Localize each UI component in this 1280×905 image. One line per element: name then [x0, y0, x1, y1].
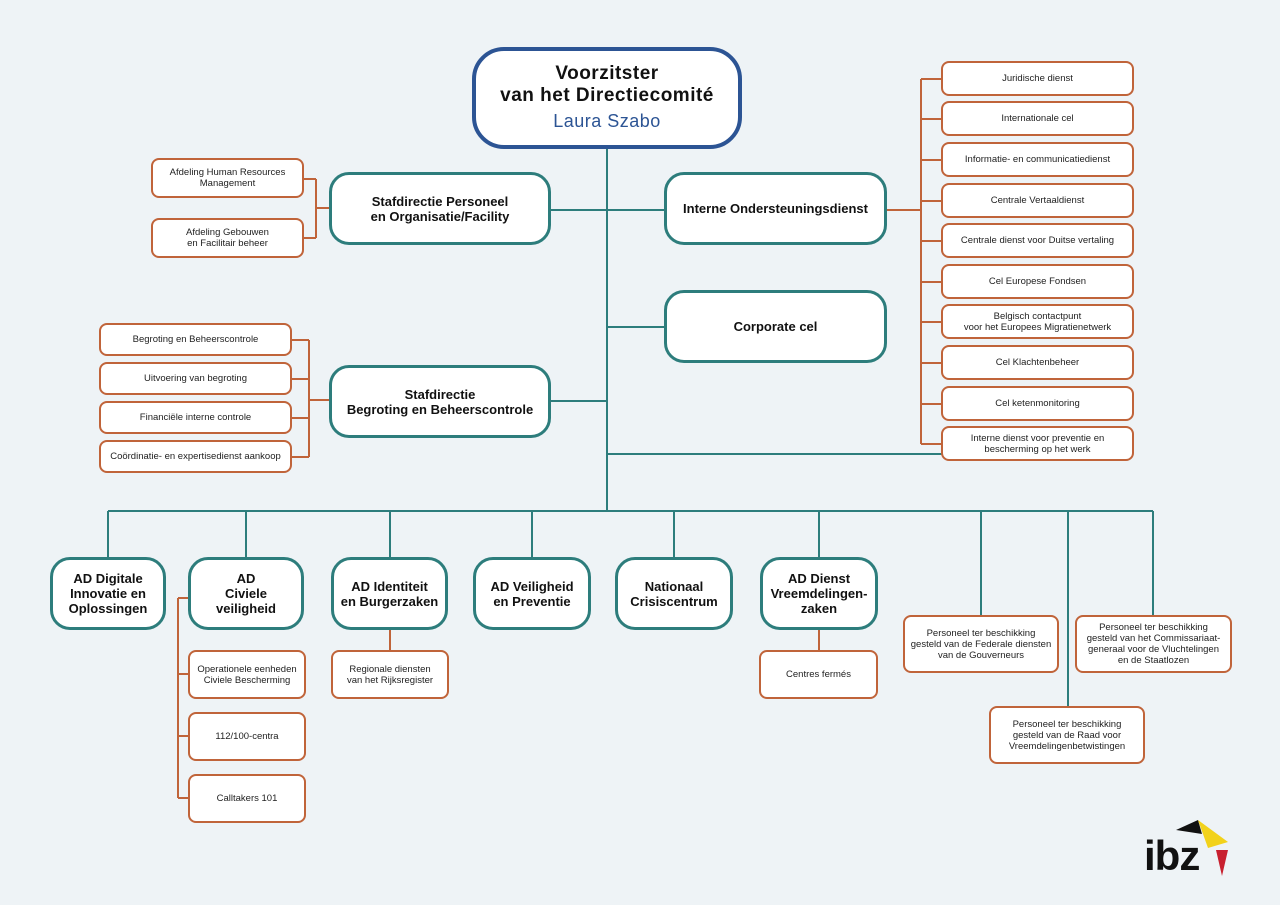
support-unit-9: Cel ketenmonitoring [941, 386, 1134, 421]
directorate-identity: AD Identiteit en Burgerzaken [331, 557, 448, 630]
ibz-logo: ibz [1142, 818, 1232, 880]
civil-unit-operational: Operationele eenheden Civiele Beschermin… [188, 650, 306, 699]
identity-unit-regional: Regionale diensten van het Rijksregister [331, 650, 449, 699]
support-unit-5: Centrale dienst voor Duitse vertaling [941, 223, 1134, 258]
support-unit-1: Juridische dienst [941, 61, 1134, 96]
seconded-council: Personeel ter beschikking gesteld van de… [989, 706, 1145, 764]
support-unit-3: Informatie- en communicatiedienst [941, 142, 1134, 177]
support-unit-7: Belgisch contactpunt voor het Europees M… [941, 304, 1134, 339]
staff-personnel-box: Stafdirectie Personeel en Organisatie/Fa… [329, 172, 551, 245]
budget-unit-4: Coördinatie- en expertisedienst aankoop [99, 440, 292, 473]
chairwoman-title-line-1: Voorzitster [555, 63, 659, 84]
directorate-security-prevention: AD Veiligheid en Preventie [473, 557, 591, 630]
support-unit-6: Cel Europese Fondsen [941, 264, 1134, 299]
internal-support-box: Interne Ondersteuningsdienst [664, 172, 887, 245]
seconded-governors: Personeel ter beschikking gesteld van de… [903, 615, 1059, 673]
staff-personnel-line-2: en Organisatie/Facility [370, 208, 510, 224]
staff-budget-line-2: Begroting en Beheerscontrole [346, 401, 534, 417]
logo-text: ibz [1144, 832, 1200, 879]
directorate-foreigners: AD Dienst Vreemdelingen- zaken [760, 557, 878, 630]
seconded-commissioner: Personeel ter beschikking gesteld van he… [1075, 615, 1232, 673]
directorate-civil-security: AD Civiele veiligheid [188, 557, 304, 630]
directorate-digital: AD Digitale Innovatie en Oplossingen [50, 557, 166, 630]
staff-budget-line-1: Stafdirectie [404, 386, 476, 402]
civil-unit-calltakers: Calltakers 101 [188, 774, 306, 823]
budget-unit-3: Financiële interne controle [99, 401, 292, 434]
support-unit-2: Internationale cel [941, 101, 1134, 136]
budget-unit-1: Begroting en Beheerscontrole [99, 323, 292, 356]
civil-unit-112: 112/100-centra [188, 712, 306, 761]
staff-personnel-line-1: Stafdirectie Personeel [371, 193, 509, 209]
foreigners-unit-closed-centres: Centres fermés [759, 650, 878, 699]
support-unit-10: Interne dienst voor preventie en bescher… [941, 426, 1134, 461]
national-crisis-centre: Nationaal Crisiscentrum [615, 557, 733, 630]
support-unit-4: Centrale Vertaaldienst [941, 183, 1134, 218]
personnel-unit-hr: Afdeling Human Resources Management [151, 158, 304, 198]
staff-budget-box: Stafdirectie Begroting en Beheerscontrol… [329, 365, 551, 438]
support-unit-8: Cel Klachtenbeheer [941, 345, 1134, 380]
chairwoman-name: Laura Szabo [553, 111, 661, 131]
corporate-cell-line-1: Corporate cel [733, 319, 818, 334]
internal-support-line-1: Interne Ondersteuningsdienst [683, 201, 868, 216]
chairwoman-title-line-2: van het Directiecomité [500, 85, 714, 106]
chairwoman-box: Voorzitster van het Directiecomité Laura… [472, 47, 742, 149]
budget-unit-2: Uitvoering van begroting [99, 362, 292, 395]
corporate-cell-box: Corporate cel [664, 290, 887, 363]
logo-flag-icon [1176, 820, 1228, 876]
personnel-unit-buildings: Afdeling Gebouwen en Facilitair beheer [151, 218, 304, 258]
